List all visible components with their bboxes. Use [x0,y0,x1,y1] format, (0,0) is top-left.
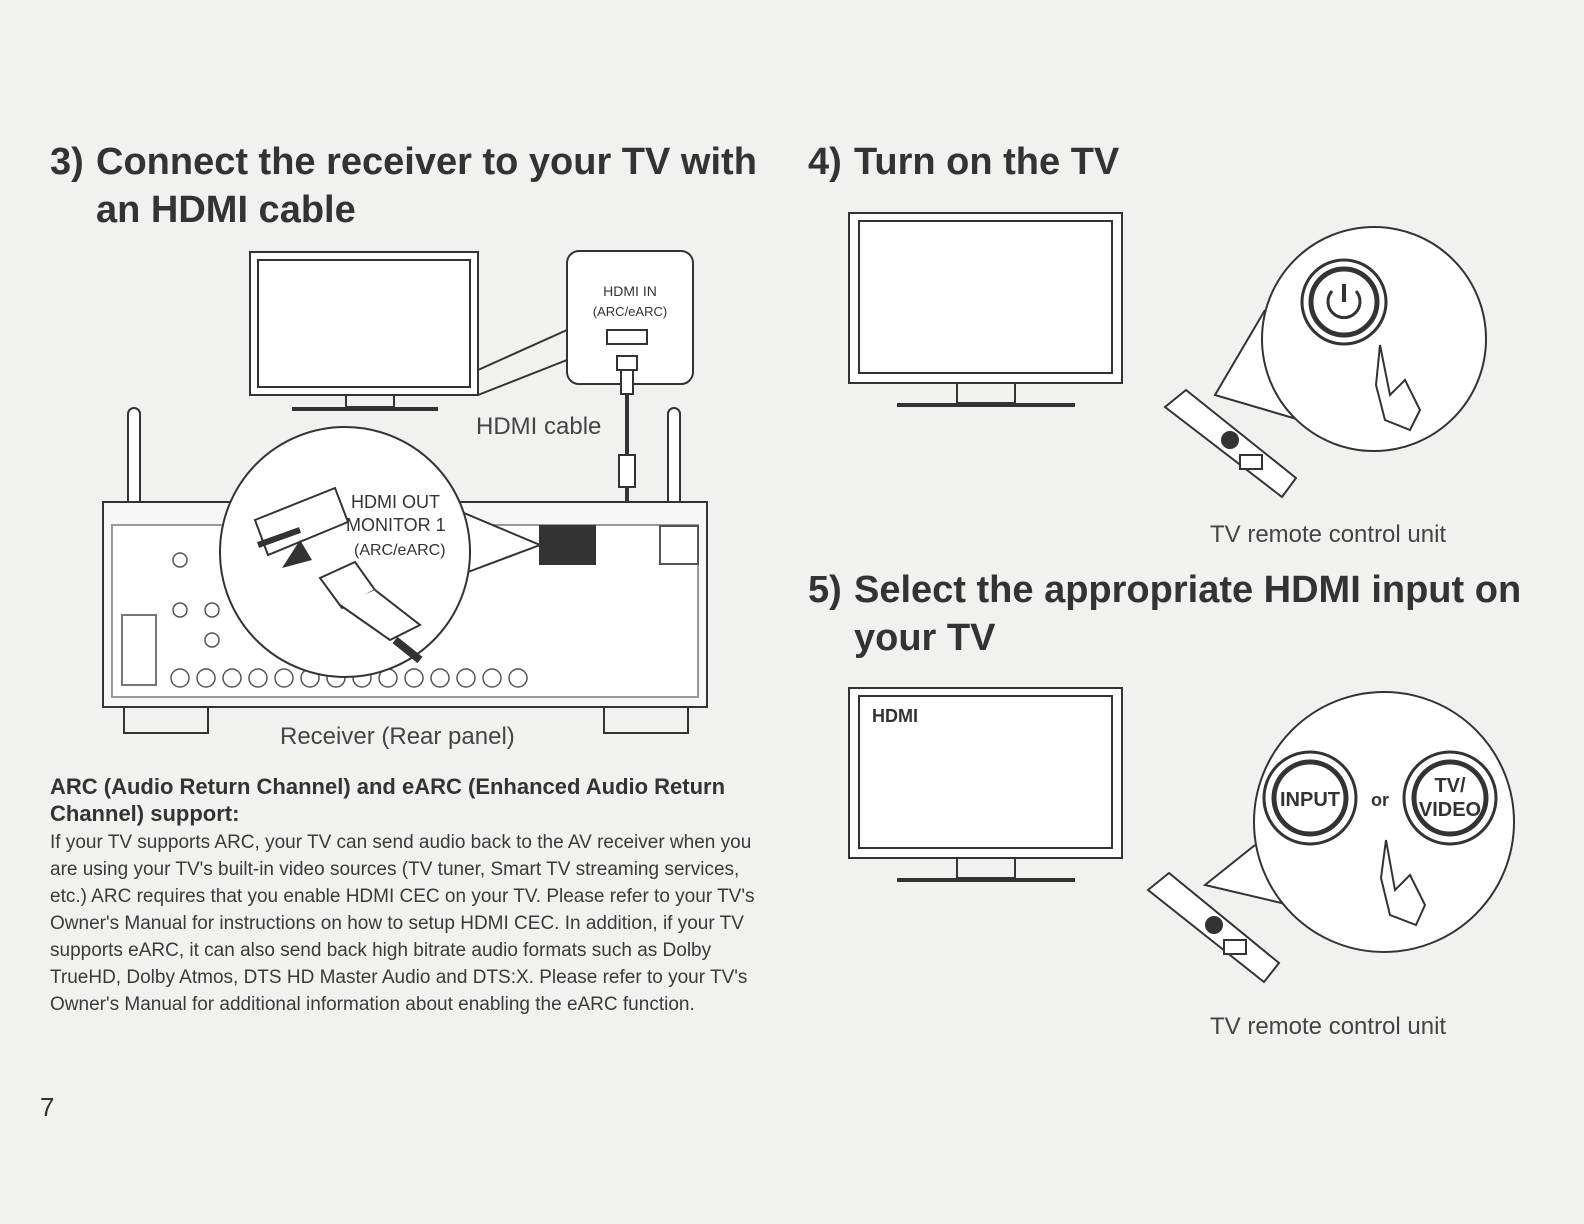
hdmi-out-line1: HDMI OUT [351,492,440,512]
hdmi-out-line3: (ARC/eARC) [354,542,446,559]
tv-screen-hdmi-label: HDMI [872,706,918,726]
input-button-label: INPUT [1280,789,1340,811]
step4-heading: 4) Turn on the TV [808,138,1508,186]
power-magnifier [1213,226,1487,452]
hdmi-in-label: HDMI IN [603,283,657,299]
hdmi-out-line2: MONITOR 1 [346,515,446,535]
step3-title-line2: an HDMI cable [96,189,356,231]
step5-number: 5) [808,569,842,611]
remote-control-step4 [1163,388,1298,499]
tv-illustration-step4 [848,212,1123,407]
remote-caption-step5: TV remote control unit [1210,1013,1447,1040]
step5-heading: 5) Select the appropriate HDMI input on y… [808,566,1548,662]
step3-heading: 3) Connect the receiver to your TV with a… [50,138,770,234]
arc-title: ARC (Audio Return Channel) and eARC (Enh… [50,774,726,826]
tv-illustration-step5 [848,687,1123,882]
speaker-terminals [170,552,528,688]
receiver-caption: Receiver (Rear panel) [280,723,515,750]
step5-title-line1: Select the appropriate HDMI input on [854,569,1522,611]
step3-title-line1: Connect the receiver to your TV with [96,141,757,183]
tv-video-button-line2: VIDEO [1419,799,1481,821]
page-number: 7 [40,1092,55,1122]
hdmi-in-sub-label: (ARC/eARC) [593,304,667,319]
tv-illustration-step3 [249,251,479,411]
hdmi-out-magnifier [219,426,543,678]
or-label: or [1371,790,1389,810]
hdmi-cable-caption: HDMI cable [476,413,602,440]
step4-title: Turn on the TV [854,141,1120,183]
hdmi-in-callout [477,250,694,396]
input-magnifier [1202,691,1515,953]
remote-control-step5 [1146,871,1281,984]
tv-video-button-line1: TV/ [1434,775,1466,797]
arc-info-block: ARC (Audio Return Channel) and eARC (Enh… [50,773,770,1018]
step4-number: 4) [808,141,842,183]
step3-number: 3) [50,141,84,183]
step5-title-line2: your TV [854,617,996,659]
arc-body: If your TV supports ARC, your TV can sen… [50,832,755,1015]
remote-caption-step4: TV remote control unit [1210,521,1447,548]
